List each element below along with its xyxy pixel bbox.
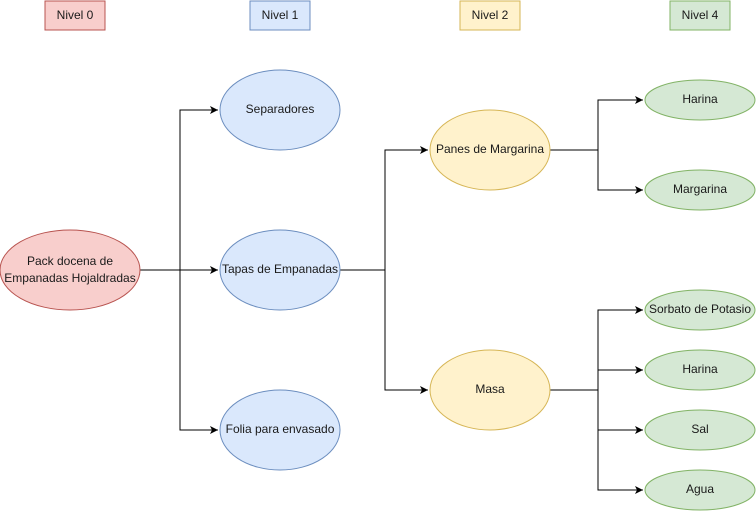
edge-pack-separadores xyxy=(140,106,218,271)
node-tapas xyxy=(219,229,341,311)
edge-pack-folia xyxy=(140,269,218,434)
level-header-nivel0 xyxy=(44,0,106,31)
node-harina-2 xyxy=(644,349,756,391)
level-header-nivel1 xyxy=(249,0,311,31)
node-panes xyxy=(429,109,551,191)
node-folia xyxy=(219,389,341,471)
node-sal xyxy=(644,409,756,451)
edge-masa-sal xyxy=(550,389,643,434)
edge-tapas-masa xyxy=(340,269,428,394)
edge-panes-margarina xyxy=(550,149,643,194)
edge-tapas-panes xyxy=(340,146,428,271)
level-header-nivel2 xyxy=(459,0,521,31)
node-margarina xyxy=(644,169,756,211)
edge-masa-agua xyxy=(550,389,643,494)
edge-masa-sorbato xyxy=(550,306,643,391)
node-sorbato xyxy=(644,289,756,331)
edge-panes-harina xyxy=(550,96,643,151)
node-agua xyxy=(644,469,756,511)
edge-masa-harina xyxy=(550,366,643,391)
node-separadores xyxy=(219,69,341,151)
node-harina-1 xyxy=(644,79,756,121)
level-header-nivel4 xyxy=(669,0,731,31)
node-masa xyxy=(429,349,551,431)
node-pack xyxy=(0,229,141,311)
